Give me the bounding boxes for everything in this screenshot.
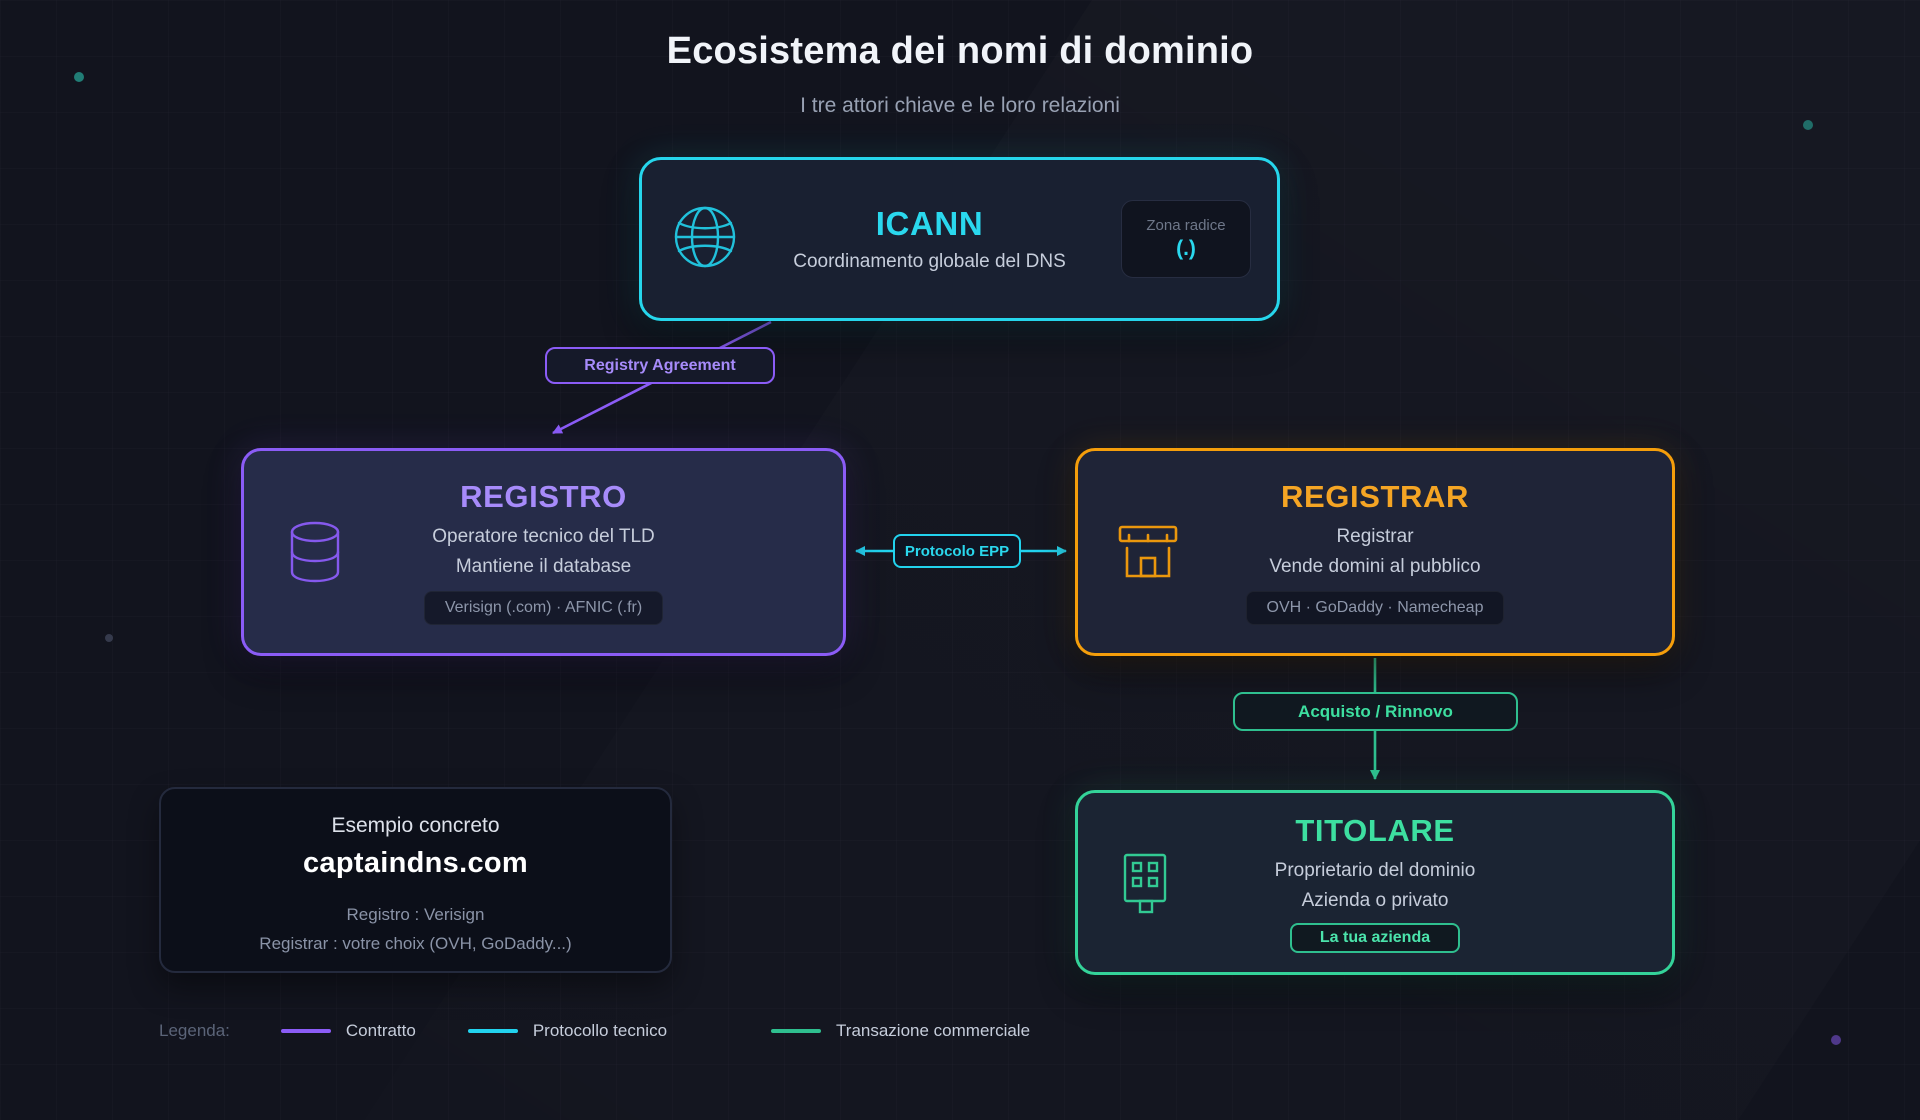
example-domain: captaindns.com <box>303 847 528 879</box>
root-zone-label: Zona radice <box>1146 217 1226 234</box>
epp-protocol-label: Protocolo EPP <box>893 534 1021 568</box>
decor-dot <box>105 634 113 642</box>
transaction-line-swatch <box>771 1029 822 1033</box>
titolare-line2: Azienda o privato <box>1301 889 1449 911</box>
legend-label-contract: Contratto <box>345 1021 416 1040</box>
root-zone-value: (.) <box>1176 237 1196 260</box>
registrar-examples-pill: OVH · GoDaddy · Namecheap <box>1245 591 1505 625</box>
registry-agreement-label: Registry Agreement <box>545 347 775 384</box>
titolare-line1: Proprietario del dominio <box>1274 859 1476 881</box>
icann-title: ICANN <box>875 205 984 242</box>
registrar-title: REGISTRAR <box>1281 479 1469 514</box>
database-icon <box>286 519 344 585</box>
registrar-node: REGISTRAR Registrar Vende domini al pubb… <box>1075 448 1675 656</box>
legend-label-transaction: Transazione commerciale <box>836 1021 1031 1040</box>
legend-item-transaction: Transazione commerciale <box>771 1021 1030 1041</box>
registro-line1: Operatore tecnico del TLD <box>432 526 655 547</box>
legend-title: Legenda: <box>159 1021 230 1040</box>
registro-node: REGISTRO Operatore tecnico del TLD Manti… <box>241 448 846 656</box>
globe-icon <box>672 204 738 275</box>
registrar-line1: Registrar <box>1336 526 1414 547</box>
decor-dot <box>1831 1035 1841 1045</box>
titolare-company-pill: La tua azienda <box>1289 922 1461 953</box>
example-heading: Esempio concreto <box>331 814 500 837</box>
page-subtitle: I tre attori chiave e le loro relazioni <box>800 94 1120 117</box>
icann-node: ICANN Coordinamento globale del DNS Zona… <box>639 157 1280 321</box>
titolare-title: TITOLARE <box>1295 812 1455 848</box>
contract-line-swatch <box>280 1029 331 1033</box>
legend-label-protocol: Protocollo tecnico <box>532 1021 668 1040</box>
example-card: Esempio concreto captaindns.com Registro… <box>159 787 672 973</box>
registro-title: REGISTRO <box>460 479 627 514</box>
registro-line2: Mantiene il database <box>455 556 632 577</box>
protocol-line-swatch <box>467 1029 518 1033</box>
page-title: Ecosistema dei nomi di dominio <box>666 30 1254 72</box>
example-registro-line: Registro : Verisign <box>346 905 485 924</box>
example-registrar-line: Registrar : votre choix (OVH, GoDaddy...… <box>259 934 572 953</box>
purchase-renewal-label: Acquisto / Rinnovo <box>1233 692 1518 731</box>
building-icon <box>1118 851 1172 915</box>
legend-item-protocol: Protocollo tecnico <box>467 1021 668 1041</box>
legend-item-contract: Contratto <box>280 1021 416 1041</box>
registrar-line2: Vende domini al pubblico <box>1269 556 1481 577</box>
decor-dot <box>1803 120 1813 130</box>
root-zone-badge: Zona radice (.) <box>1121 200 1251 278</box>
registro-examples-pill: Verisign (.com) · AFNIC (.fr) <box>423 591 664 625</box>
storefront-icon <box>1115 521 1181 583</box>
titolare-node: TITOLARE Proprietario del dominio Aziend… <box>1075 790 1675 975</box>
decor-dot <box>74 72 84 82</box>
legend: Legenda: Contratto Protocollo tecnico Tr… <box>159 1021 1030 1041</box>
icann-description: Coordinamento globale del DNS <box>793 251 1066 272</box>
